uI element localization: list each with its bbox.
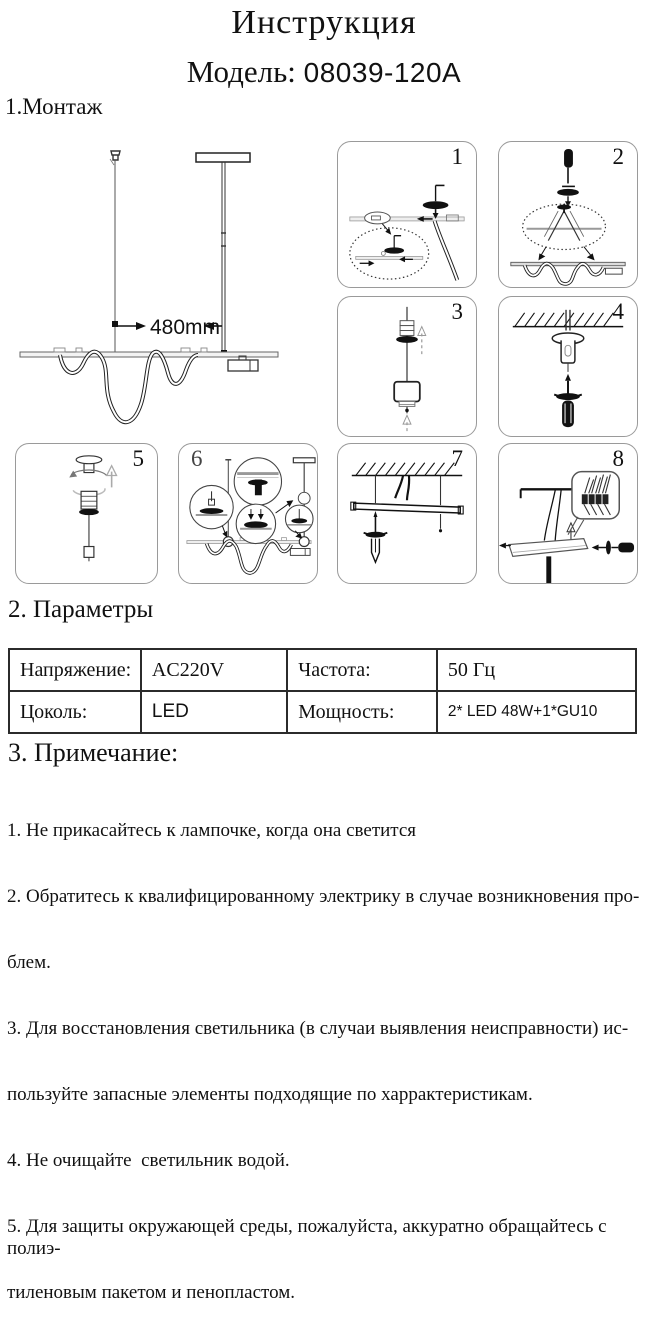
section-notes-heading: 3. Примечание: (8, 738, 179, 767)
montage-diagram-area: 480mm (0, 130, 648, 592)
note-line: 3. Для восстановления светильника (в слу… (7, 1018, 629, 1039)
note-line: пользуйте запасные элементы подходящие п… (7, 1084, 533, 1105)
step-number: 7 (451, 446, 464, 471)
main-lamp-drawing: 480mm (19, 150, 279, 425)
param-label-socket: Цоколь: (8, 690, 142, 734)
step-panel-1: 1 (337, 141, 477, 288)
section-montage-heading: 1.Монтаж (5, 94, 103, 119)
step-5-diagram (69, 455, 118, 562)
note-line: 5. Для защиты окружающей среды, пожалуйс… (7, 1216, 612, 1259)
step-number: 2 (612, 144, 625, 169)
step-8-diagram (499, 470, 635, 583)
notes-list: 1. Не прикасайтесь к лампочке, когда она… (7, 776, 643, 1326)
step-4-diagram (512, 309, 624, 428)
section-parameters-heading: 2. Параметры (8, 596, 154, 623)
step-6-diagram (186, 457, 316, 575)
step-panel-8: 8 (498, 443, 638, 584)
step-panel-2: 2 (498, 141, 638, 288)
step-number: 1 (451, 144, 464, 169)
param-value-socket: LED (139, 690, 289, 734)
step-number: 8 (612, 446, 625, 471)
step-number: 4 (612, 299, 625, 324)
table-row: Напряжение: AC220V Частота: 50 Гц (8, 648, 638, 692)
page-title: Инструкция (231, 4, 417, 41)
param-label-voltage: Напряжение: (8, 648, 142, 692)
note-line: блем. (7, 952, 51, 973)
step-number: 3 (451, 299, 464, 324)
note-line: тиленовым пакетом и пенопластом. (7, 1282, 295, 1303)
step-panel-6: 6 (178, 443, 318, 584)
dimension-label: 480mm (150, 316, 220, 339)
model-number: 08039-120A (303, 57, 462, 88)
step-1-diagram (349, 184, 465, 281)
param-label-power: Мощность: (286, 690, 438, 734)
param-value-power: 2* LED 48W+1*GU10 (435, 690, 638, 734)
step-number: 5 (132, 446, 145, 471)
step-panel-5: 5 (15, 443, 158, 584)
step-2-diagram (510, 148, 626, 286)
param-value-frequency: 50 Гц (435, 648, 638, 692)
step-3-diagram (393, 306, 427, 432)
table-row: Цоколь: LED Мощность: 2* LED 48W+1*GU10 (8, 690, 638, 734)
param-label-frequency: Частота: (286, 648, 438, 692)
step-number: 6 (191, 446, 203, 471)
model-label: Модель: (186, 54, 296, 89)
note-line: 4. Не очищайте светильник водой. (7, 1150, 290, 1171)
note-line: 2. Обратитесь к квалифицированному элект… (7, 886, 640, 907)
param-value-voltage: AC220V (139, 648, 289, 692)
note-line: 1. Не прикасайтесь к лампочке, когда она… (7, 820, 417, 841)
step-panel-7: 7 (337, 443, 477, 584)
step-panel-4: 4 (498, 296, 638, 437)
model-line: Модель: 08039-120A (0, 54, 648, 90)
parameters-table: Напряжение: AC220V Частота: 50 Гц Цоколь… (8, 648, 638, 734)
step-7-diagram (350, 462, 464, 565)
step-panel-3: 3 (337, 296, 477, 437)
